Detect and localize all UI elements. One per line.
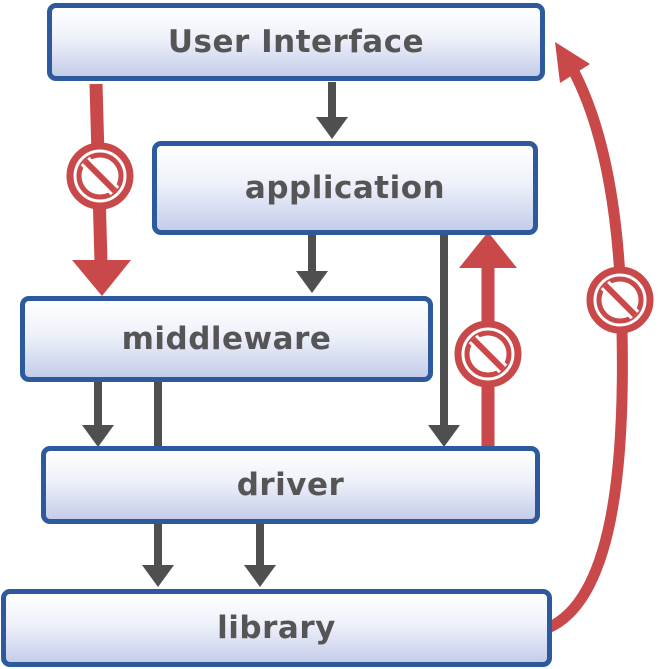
no-entry-icon xyxy=(458,324,518,384)
allowed-arrow-application-to-middleware xyxy=(296,234,328,293)
layer-label-application: application xyxy=(244,170,446,206)
no-entry-icon xyxy=(590,270,650,330)
allowed-arrow-driver-to-library xyxy=(244,523,276,587)
layer-library: library xyxy=(1,589,552,667)
no-entry-icon xyxy=(70,146,130,206)
allowed-arrow-application-to-driver xyxy=(428,234,460,447)
layer-label-user-interface: User Interface xyxy=(167,24,425,60)
layer-driver: driver xyxy=(41,446,540,524)
allowed-arrow-ui-to-application xyxy=(316,82,348,139)
layer-label-driver: driver xyxy=(236,467,345,503)
layer-application: application xyxy=(152,141,538,235)
layer-label-middleware: middleware xyxy=(121,321,332,357)
allowed-arrow-middleware-to-driver xyxy=(82,382,114,447)
layer-label-library: library xyxy=(217,610,336,646)
layer-middleware: middleware xyxy=(20,296,433,382)
layer-user-interface: User Interface xyxy=(47,3,545,81)
forbidden-arrow-library-to-ui xyxy=(542,42,628,634)
